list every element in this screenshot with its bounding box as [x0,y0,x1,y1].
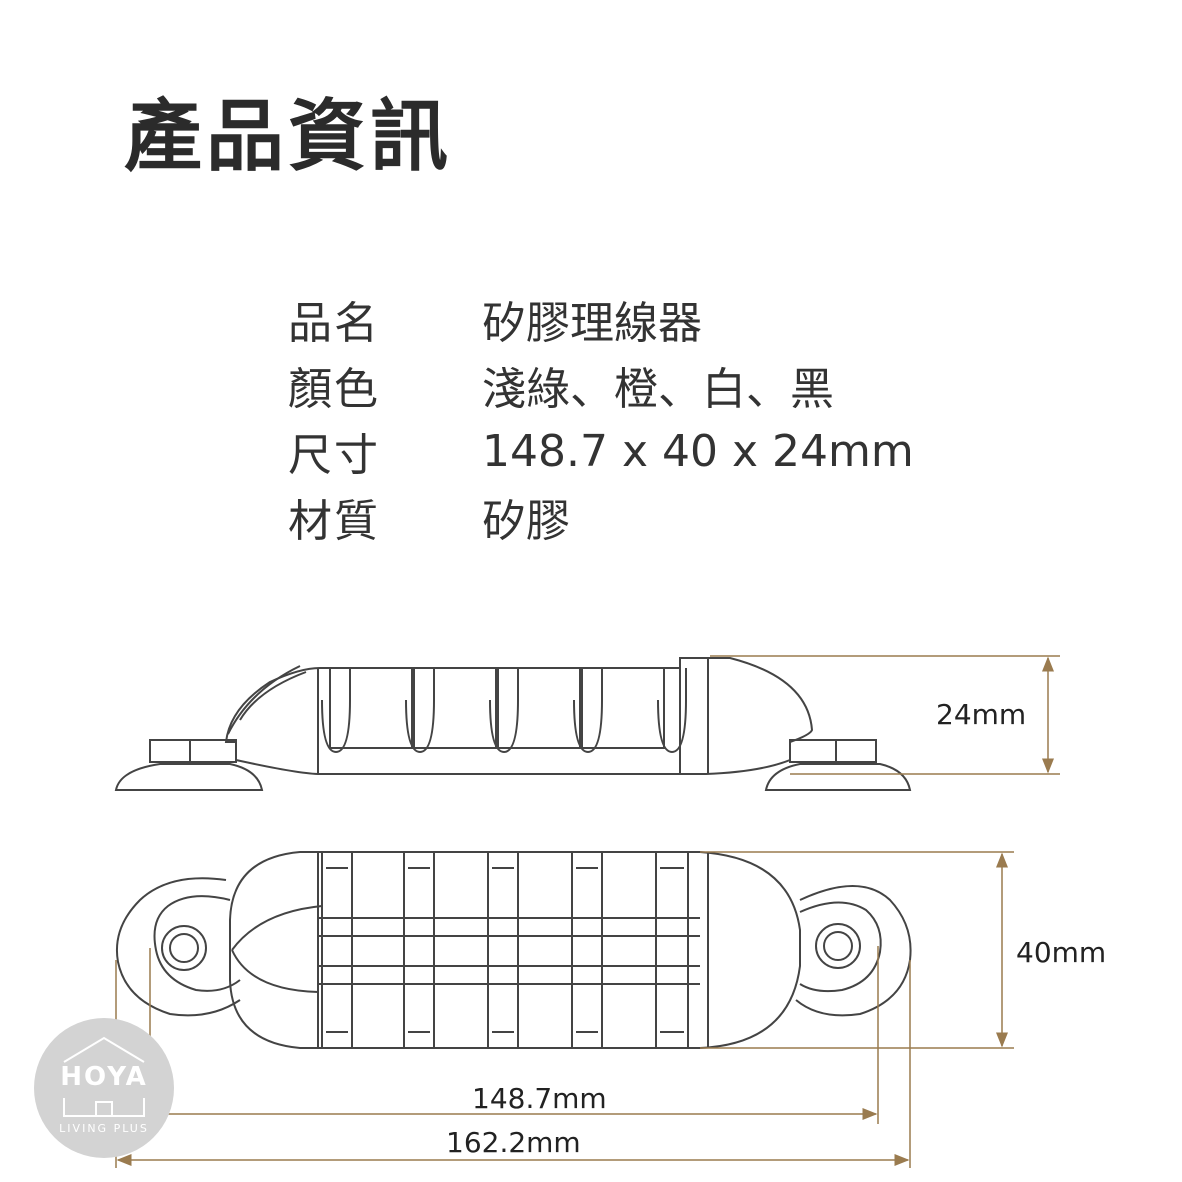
top-view [116,851,912,1049]
spec-value: 淺綠、橙、白、黑 [482,364,834,415]
spec-value: 矽膠理線器 [482,298,702,349]
side-view [114,657,912,791]
spec-row-name: 品名 矽膠理線器 [288,286,914,352]
right-lobe [795,885,912,1017]
left-lobe [116,877,241,1017]
hole-span-dimension-label: 148.7mm [472,1082,607,1115]
house-icon [63,1036,145,1117]
spec-value: 矽膠 [482,496,570,547]
left-suction-cup [114,763,264,791]
logo-wordmark: HOYA [60,1062,148,1092]
logo-tagline: LIVING PLUS [59,1122,149,1135]
spec-label: 材質 [288,496,380,547]
side-body [224,657,814,775]
spec-label: 品名 [288,298,380,349]
spec-label: 尺寸 [288,430,380,481]
right-suction-cup [764,763,912,791]
height-dimension-label: 24mm [936,698,1026,731]
spec-value: 148.7 x 40 x 24mm [482,425,914,477]
top-slots [318,852,700,1048]
spec-label: 顏色 [288,364,380,415]
spec-row-size: 尺寸 148.7 x 40 x 24mm [288,418,914,484]
page-title: 產品資訊 [124,92,453,182]
brand-logo: HOYA LIVING PLUS [34,1018,174,1158]
top-body [229,851,801,1049]
total-length-dimension-label: 162.2mm [446,1126,581,1159]
spec-table: 品名 矽膠理線器 顏色 淺綠、橙、白、黑 尺寸 148.7 x 40 x 24m… [288,286,914,550]
side-slots [321,668,687,754]
spec-row-material: 材質 矽膠 [288,484,914,550]
spec-row-color: 顏色 淺綠、橙、白、黑 [288,352,914,418]
width-dimension-label: 40mm [1016,936,1106,969]
